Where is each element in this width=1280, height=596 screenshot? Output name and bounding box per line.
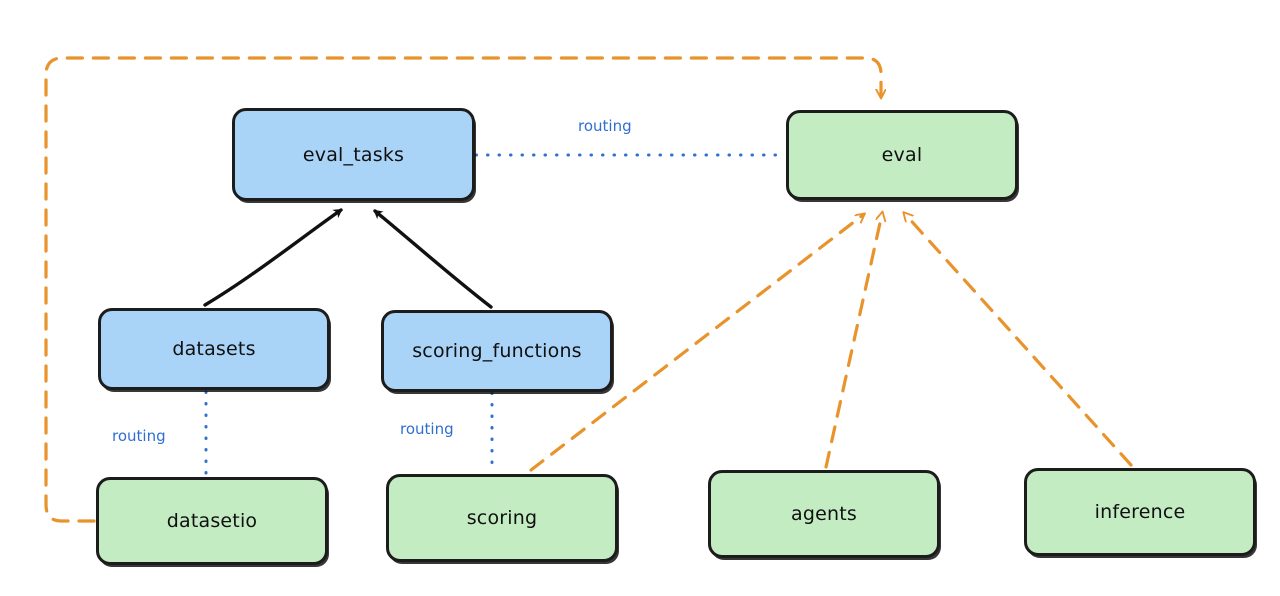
edge-scoring_functions-to-eval_tasks <box>373 209 493 309</box>
node-datasetio[interactable]: datasetio <box>96 477 328 565</box>
edge-label-routing-eval_tasks-eval: routing <box>578 117 632 135</box>
node-label: agents <box>791 503 857 525</box>
edge-label-routing-datasets-datasetio: routing <box>112 427 166 445</box>
edge-agents-to-eval <box>824 214 882 469</box>
edge-inference-to-eval <box>905 214 1133 467</box>
edge-label-routing-scoring_functions-scoring: routing <box>400 420 454 438</box>
node-datasets[interactable]: datasets <box>98 308 330 390</box>
node-label: datasets <box>172 338 256 360</box>
node-inference[interactable]: inference <box>1024 468 1256 556</box>
node-label: scoring_functions <box>412 340 582 362</box>
node-agents[interactable]: agents <box>708 470 940 558</box>
node-label: inference <box>1094 501 1186 523</box>
edge-datasets-to-eval_tasks <box>203 208 343 307</box>
node-label: eval <box>881 144 923 166</box>
node-scoring_functions[interactable]: scoring_functions <box>381 310 613 392</box>
node-scoring[interactable]: scoring <box>386 474 618 562</box>
node-eval[interactable]: eval <box>786 110 1018 200</box>
node-eval_tasks[interactable]: eval_tasks <box>232 108 475 201</box>
edge-scoring-to-eval <box>529 215 863 472</box>
node-label: scoring <box>466 507 538 529</box>
node-label: eval_tasks <box>302 143 405 166</box>
edge-datasetio-to-eval <box>44 56 881 523</box>
node-label: datasetio <box>166 510 258 532</box>
